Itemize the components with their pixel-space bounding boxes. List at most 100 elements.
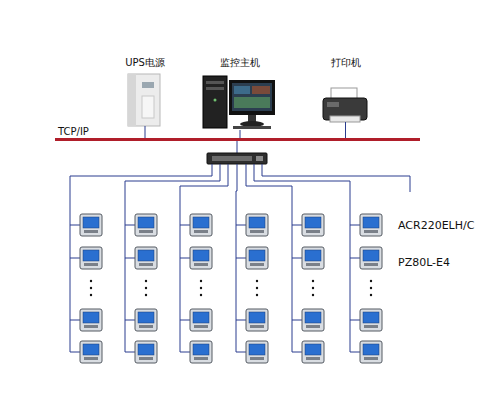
- meter-tap: [125, 258, 135, 259]
- power-meter: [246, 341, 268, 363]
- meter-tap: [350, 320, 360, 321]
- field-wire: [262, 164, 410, 192]
- meter-buttons: [139, 263, 153, 266]
- meter-tap: [70, 352, 80, 353]
- meter-screen: [249, 344, 265, 355]
- ellipsis-dot: [200, 287, 202, 289]
- meter-screen: [249, 312, 265, 323]
- host-illustration: [203, 76, 275, 129]
- power-meter: [190, 247, 212, 269]
- keyboard: [233, 126, 271, 129]
- meter-tap: [292, 225, 302, 226]
- meter-buttons: [364, 230, 378, 233]
- field-wire: [125, 164, 220, 352]
- bus-label: TCP/IP: [58, 126, 89, 137]
- screen-window: [234, 86, 250, 94]
- ellipsis-dot: [145, 294, 147, 296]
- monitor-screen: [232, 83, 272, 111]
- meter-buttons: [194, 357, 208, 360]
- meter-buttons: [250, 230, 264, 233]
- meter-screen: [193, 344, 209, 355]
- meter-tap: [125, 225, 135, 226]
- meter-frame: [302, 247, 324, 269]
- ellipsis-dot: [256, 287, 258, 289]
- screen-window: [234, 97, 270, 108]
- ups-cabinet: [128, 74, 160, 126]
- meter-buttons: [139, 230, 153, 233]
- ellipsis-dot: [370, 287, 372, 289]
- meter-tap: [292, 258, 302, 259]
- meter-frame: [80, 341, 102, 363]
- power-meter: [360, 341, 382, 363]
- meter-tap: [125, 320, 135, 321]
- meter-buttons: [306, 357, 320, 360]
- meter-tap: [350, 352, 360, 353]
- meter-buttons: [194, 263, 208, 266]
- model-label: ACR220ELH/C: [398, 219, 474, 232]
- meter-frame: [80, 247, 102, 269]
- network-switch: [207, 153, 267, 164]
- device-label: UPS电源: [120, 57, 170, 69]
- meter-frame: [246, 309, 268, 331]
- power-led: [214, 99, 217, 102]
- meter-frame: [360, 341, 382, 363]
- meter-frame: [80, 309, 102, 331]
- meter-buttons: [250, 357, 264, 360]
- power-meter: [80, 247, 102, 269]
- meter-frame: [360, 309, 382, 331]
- ups-display: [142, 82, 154, 88]
- power-meter: [190, 309, 212, 331]
- ellipsis-dot: [312, 294, 314, 296]
- ellipsis-dot: [90, 280, 92, 282]
- power-meter: [360, 214, 382, 236]
- meter-buttons: [250, 263, 264, 266]
- meter-screen: [363, 344, 379, 355]
- printer-illustration: [323, 88, 367, 122]
- power-meter: [135, 214, 157, 236]
- printer-tray: [330, 116, 360, 122]
- meter-buttons: [139, 325, 153, 328]
- meter-tap: [292, 352, 302, 353]
- model-label: PZ80L-E4: [398, 256, 450, 269]
- meter-buttons: [364, 357, 378, 360]
- meter-tap: [180, 225, 190, 226]
- meter-screen: [249, 217, 265, 228]
- uplink-wire: [237, 141, 238, 153]
- power-meter: [302, 309, 324, 331]
- meter-buttons: [84, 325, 98, 328]
- monitor-frame: [229, 80, 275, 115]
- printer-panel: [327, 102, 339, 107]
- switch-ports: [212, 156, 252, 161]
- meter-buttons: [364, 263, 378, 266]
- meter-buttons: [364, 325, 378, 328]
- meter-screen: [83, 312, 99, 323]
- power-meter: [302, 214, 324, 236]
- meter-buttons: [194, 230, 208, 233]
- meter-tap: [236, 352, 246, 353]
- meter-buttons: [84, 357, 98, 360]
- meter-frame: [360, 247, 382, 269]
- meter-frame: [80, 214, 102, 236]
- drive-slot: [206, 81, 224, 84]
- meter-frame: [246, 341, 268, 363]
- meter-screen: [83, 217, 99, 228]
- meter-tap: [180, 352, 190, 353]
- meter-tap: [236, 320, 246, 321]
- field-wire: [246, 164, 292, 352]
- meter-tap: [70, 320, 80, 321]
- meter-tap: [350, 258, 360, 259]
- meter-frame: [246, 247, 268, 269]
- power-meter: [80, 214, 102, 236]
- meter-frame: [135, 214, 157, 236]
- meter-frame: [135, 309, 157, 331]
- meter-screen: [305, 217, 321, 228]
- ellipsis-dot: [200, 294, 202, 296]
- ellipsis-dot: [256, 294, 258, 296]
- meter-array: [80, 214, 382, 363]
- meter-screen: [193, 217, 209, 228]
- meter-buttons: [139, 357, 153, 360]
- network-link: [345, 122, 346, 138]
- meter-screen: [193, 250, 209, 261]
- switch-body: [207, 153, 267, 164]
